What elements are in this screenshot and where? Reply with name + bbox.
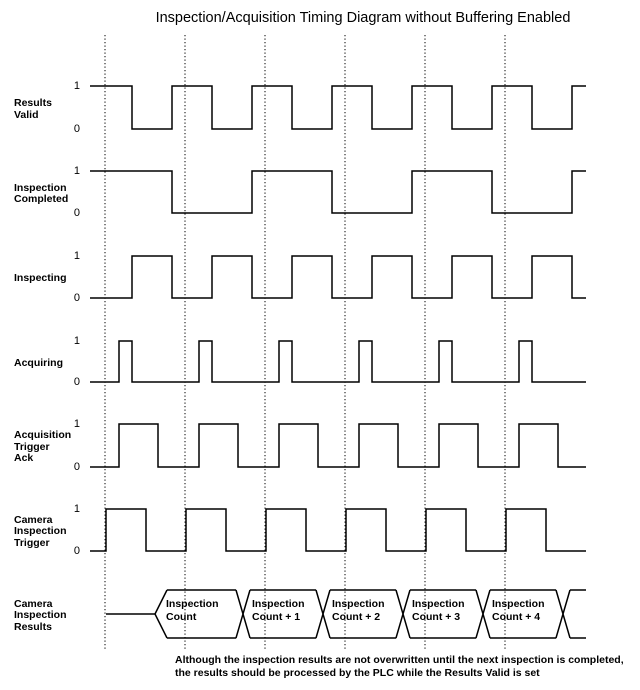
bus-segment-label-line: Inspection [166,598,219,610]
level-marker: 0 [73,461,80,473]
signal-label: Inspecting [14,273,100,285]
level-marker: 0 [73,545,80,557]
footnote-line-2: the results should be processed by the P… [175,667,540,679]
signal-waveform [90,423,586,468]
signal-label-line: Trigger [14,536,50,549]
signal-label-line: Camera [14,597,53,610]
signal-label-line: Acquisition [14,429,72,442]
signal-label-line: Inspection [14,609,67,622]
level-marker: 0 [73,292,80,304]
bus-segment-label-line: Count + 2 [332,610,381,623]
level-marker: 1 [73,418,80,430]
signal-label-line: Acquiring [14,356,63,369]
bus-segment-label-line: Inspection [412,598,465,610]
signal-label-line: Inspection [14,525,67,538]
level-marker: 1 [73,250,80,262]
signal-waveform [90,85,586,130]
signal-waveform [90,255,586,299]
level-marker: 0 [73,376,80,388]
level-marker: 1 [73,165,80,177]
diagram-title: Inspection/Acquisition Timing Diagram wi… [155,10,571,26]
signal-label-line: Results [14,620,52,633]
bus-segment-label-line: Inspection [492,598,545,610]
level-marker: 0 [73,207,80,219]
bus-waveform [106,589,586,639]
signal-waveform [90,340,586,383]
footnote-line-1: Although the inspection results are not … [175,654,624,666]
signal-label-line: Valid [14,108,39,121]
signal-waveform [90,508,586,552]
level-marker: 1 [73,335,80,347]
bus-segment-label-line: Inspection [332,598,385,610]
bus-segment-label-line: Count + 3 [412,610,461,623]
bus-segment-label-line: Inspection [252,598,305,610]
level-marker: 1 [73,80,80,92]
signal-label-line: Results [14,97,52,109]
signal-label-line: Completed [14,193,69,205]
bus-segment-label-line: Count + 1 [252,610,301,623]
footnote: Although the inspection results are not … [175,654,637,680]
signal-label-line: Trigger [14,440,50,453]
signal-label: Acquiring [14,356,100,370]
bus-segment-label-line: Count + 4 [492,610,541,623]
signal-label-line: Inspection [14,181,67,194]
level-marker: 0 [73,123,80,135]
signal-label-line: Inspecting [14,272,67,285]
signal-waveform [90,170,586,214]
signal-label-line: Camera [14,513,53,526]
bus-segment-label-line: Count [166,610,197,623]
level-marker: 1 [73,503,80,515]
signal-label-line: Ack [14,452,34,465]
